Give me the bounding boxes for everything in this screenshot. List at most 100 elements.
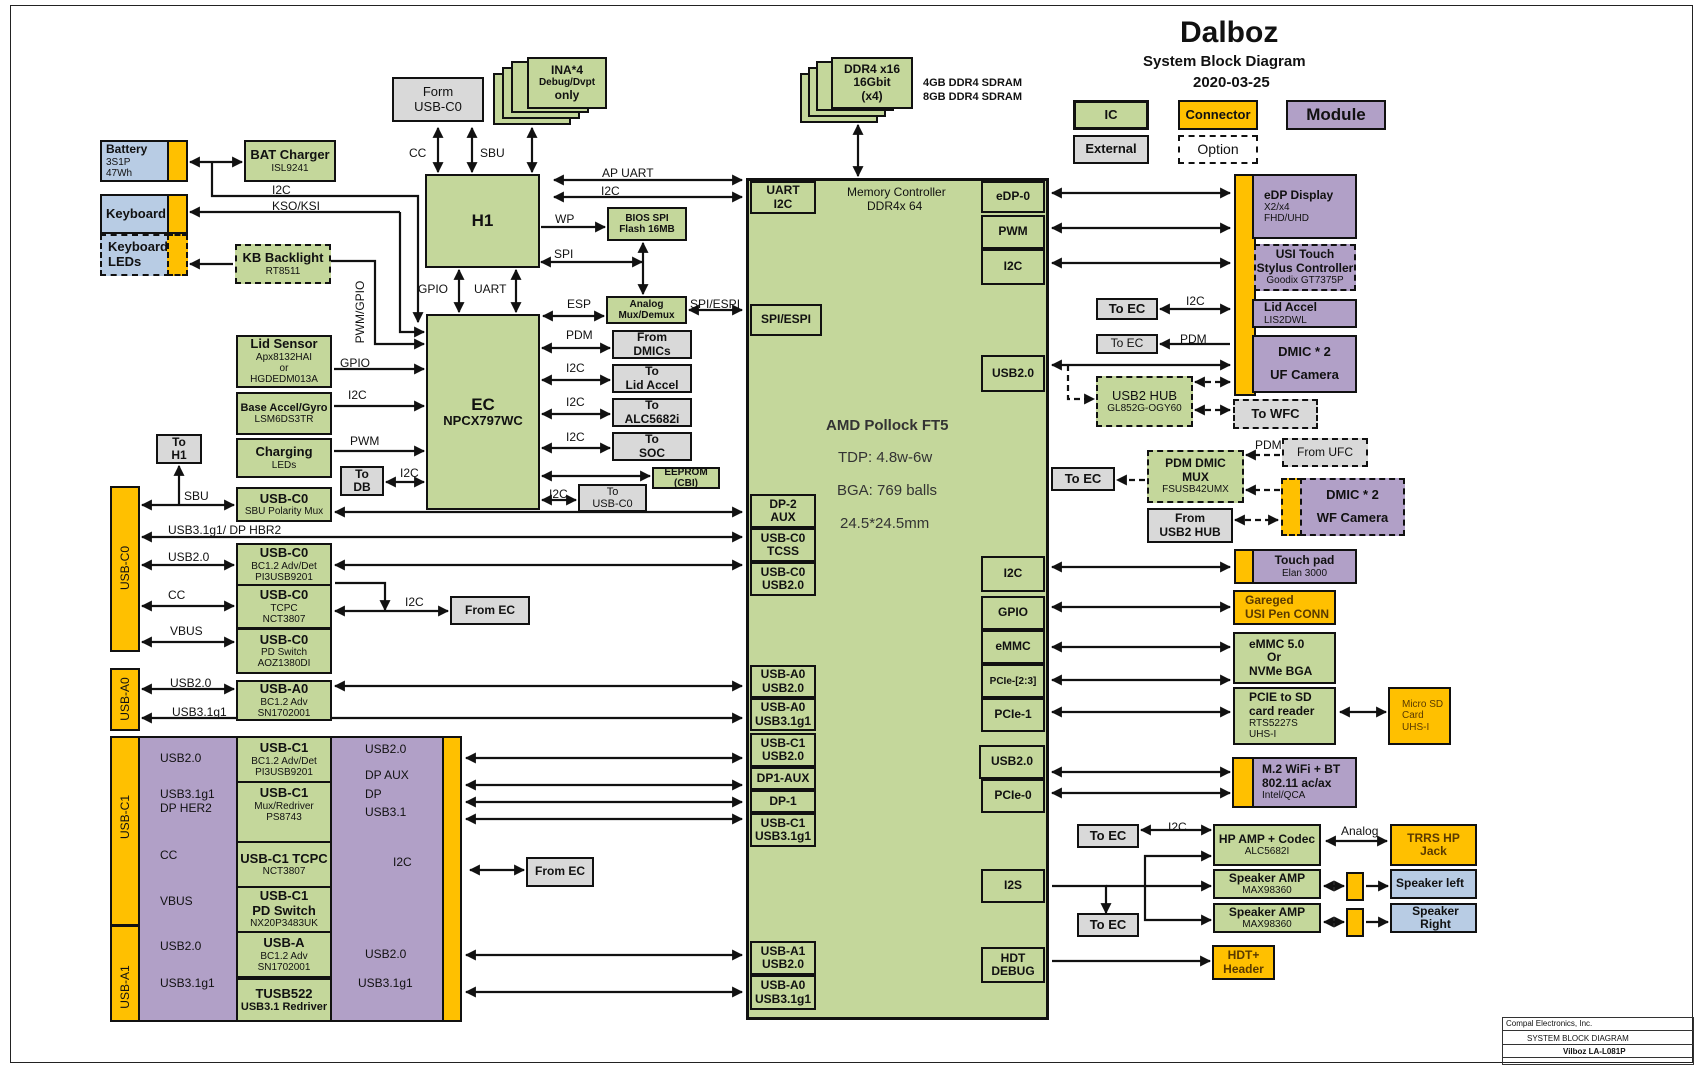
- to-usbc0-line-1: To: [606, 485, 619, 498]
- soc-left-pin-8-line-1: USB-C1: [760, 735, 806, 750]
- soc-left-pin-11-line-1: USB-C1: [760, 815, 806, 830]
- diagram-subtitle: System Block Diagram: [1143, 53, 1306, 70]
- speaker-right-label: Speaker Right: [1412, 903, 1459, 931]
- soc-mem-ctrl-1: Memory Controller: [847, 185, 946, 199]
- to-soc-line-2: SOC: [638, 445, 665, 460]
- from-hub-line-2: USB2 HUB: [1159, 524, 1221, 539]
- to-lid-accel-line-1: To: [645, 364, 659, 379]
- bat-charger-label: BAT Charger: [250, 147, 330, 163]
- signal-label-usb20-a1: USB2.0: [160, 939, 202, 953]
- sd-card-reader: PCIE to SD card reader RTS5227S UHS-I: [1233, 687, 1336, 745]
- soc-right-pin-6: GPIO: [981, 596, 1045, 630]
- signal-label-cc: CC: [409, 146, 427, 160]
- signal-label-analog-hp: Analog: [1341, 824, 1379, 838]
- pen-line-1: Gareged: [1245, 593, 1294, 608]
- usb-c0-connector-label: USB-C0: [118, 546, 132, 591]
- usb-c0-connector: [110, 486, 140, 652]
- memory-size-8gb: 8GB DDR4 SDRAM: [923, 91, 1023, 103]
- hdt-header: HDT+ Header: [1212, 945, 1275, 980]
- ec-chip: EC NPCX797WC: [426, 314, 540, 510]
- from-dmics-line-1: From: [637, 330, 667, 345]
- usb-a0-bc12: USB-A0 BC1.2 Adv SN1702001: [236, 680, 332, 721]
- diagram-title: Dalboz: [1180, 16, 1279, 49]
- lid-sensor-label: Lid Sensor: [250, 336, 318, 352]
- signal-label-vbus-c1: VBUS: [160, 894, 193, 908]
- signal-label-usb31g1-a1-right: USB3.1g1: [358, 976, 413, 990]
- to-ec-i2s: To EC: [1077, 913, 1139, 937]
- h1-label: H1: [471, 211, 494, 231]
- ddr4-memory: DDR4 x16 16Gbit (x4): [831, 57, 913, 109]
- title-block-doc-number: Vilboz LA-L081P: [1563, 1047, 1626, 1056]
- uf-cam-line-1: DMIC * 2: [1278, 344, 1331, 360]
- soc-right-pin-3-line-1: I2C: [1003, 259, 1023, 274]
- usba0-sub-2: SN1702001: [257, 707, 311, 719]
- soc-right-pin-4-line-1: USB2.0: [991, 365, 1035, 380]
- wifi-sub: Intel/QCA: [1262, 790, 1306, 802]
- wire-91: [1143, 850, 1213, 886]
- legend-ic-label: IC: [1104, 106, 1118, 122]
- signal-label-usb31g1-a1: USB3.1g1: [160, 976, 215, 990]
- signal-label-gpio-h1-ec: GPIO: [418, 282, 449, 296]
- usi-label-2: Stylus Controller: [1256, 260, 1354, 275]
- wire-89: [1052, 884, 1112, 915]
- from-ec-c1-label: From EC: [534, 864, 585, 879]
- to-ec-i2c-label: To EC: [1108, 300, 1146, 316]
- signal-label-sbu-usbc0: SBU: [184, 489, 209, 503]
- soc-bga: BGA: 769 balls: [837, 482, 938, 499]
- usba1-sub-1: BC1.2 Adv: [260, 950, 308, 962]
- lid-sensor-part-2: HGDEDM013A: [250, 374, 318, 386]
- speaker-amp-right: Speaker AMP MAX98360: [1213, 903, 1321, 933]
- spk-amp-left-label: Speaker AMP: [1228, 870, 1306, 885]
- signal-label-usb20-c0: USB2.0: [168, 550, 210, 564]
- kb-leds-line-1: Keyboard: [108, 239, 168, 255]
- pdm-dmic-mux: PDM DMIC MUX FSUSB42UMX: [1147, 450, 1244, 503]
- soc-left-pin-9-line-1: DP1-AUX: [756, 770, 810, 785]
- hdt-line-2: Header: [1223, 961, 1264, 976]
- uf-camera: DMIC * 2 UF Camera: [1252, 335, 1357, 393]
- kb-backlight-label: KB Backlight: [242, 250, 324, 266]
- signal-label-cc-c0: CC: [168, 588, 186, 602]
- signal-label-dp-aux-c1: DP AUX: [365, 768, 409, 782]
- signal-label-dp-c1: DP: [365, 787, 382, 801]
- soc-right-pin-13-line-2: DEBUG: [991, 964, 1035, 978]
- signal-label-pwm-charging: PWM: [350, 434, 380, 448]
- signal-label-dp-her2-c1: DP HER2: [160, 801, 212, 815]
- usi-label-1: USI Touch: [1275, 247, 1335, 262]
- hdt-line-1: HDT+: [1227, 948, 1260, 963]
- soc-left-pin-2-line-1: SPI/ESPI: [760, 312, 812, 327]
- ina-debug: INA*4 Debug/Dvpt only: [527, 57, 607, 109]
- pen-line-2: USI Pen CONN: [1245, 606, 1330, 621]
- speaker-left-label: Speaker left: [1396, 876, 1465, 891]
- signal-label-i2c-lid-accel: I2C: [566, 361, 585, 375]
- to-ec-i2s-label: To EC: [1089, 916, 1127, 932]
- to-ec-i2c: To EC: [1096, 298, 1158, 320]
- touchpad: Touch pad Elan 3000: [1252, 549, 1357, 584]
- soc-right-pin-8: PCIe-[2:3]: [981, 664, 1045, 698]
- to-ec-codec-label: To EC: [1089, 827, 1127, 843]
- bat-charger-part: ISL9241: [271, 162, 309, 174]
- usb-c1-pd-switch: USB-C1 PD Switch NX20P3483UK: [236, 886, 332, 933]
- usbc0-pd-label: USB-C0: [259, 631, 309, 647]
- to-soc: To SOC: [612, 432, 692, 461]
- soc-left-pin-10: DP-1: [750, 790, 816, 813]
- wf-cam-line-2: WF Camera: [1316, 510, 1389, 525]
- keyboard-leds-connector: [167, 234, 188, 276]
- emmc-line-3: NVMe BGA: [1249, 663, 1313, 678]
- hp-amp-codec: HP AMP + Codec ALC5682I: [1213, 824, 1321, 866]
- lid-accel: Lid Accel LIS2DWL: [1252, 299, 1357, 328]
- signal-label-cc-c1: CC: [160, 848, 178, 862]
- wire-72: [1066, 365, 1096, 405]
- usb-a1-connector-label: USB-A1: [118, 965, 132, 1009]
- battery-capacity: 47Wh: [106, 167, 133, 179]
- soc-right-pin-9-line-1: PCIe-1: [994, 707, 1032, 722]
- legend-connector-label: Connector: [1185, 106, 1251, 122]
- usi-pen-connector: Gareged USI Pen CONN: [1233, 590, 1336, 625]
- wifi-connector: [1232, 757, 1254, 808]
- usbc0-sbu-sub: SBU Polarity Mux: [244, 506, 324, 518]
- soc-left-pin-13-line-2: USB3.1g1: [754, 991, 812, 1006]
- soc-left-pin-1-line-2: I2C: [773, 196, 793, 211]
